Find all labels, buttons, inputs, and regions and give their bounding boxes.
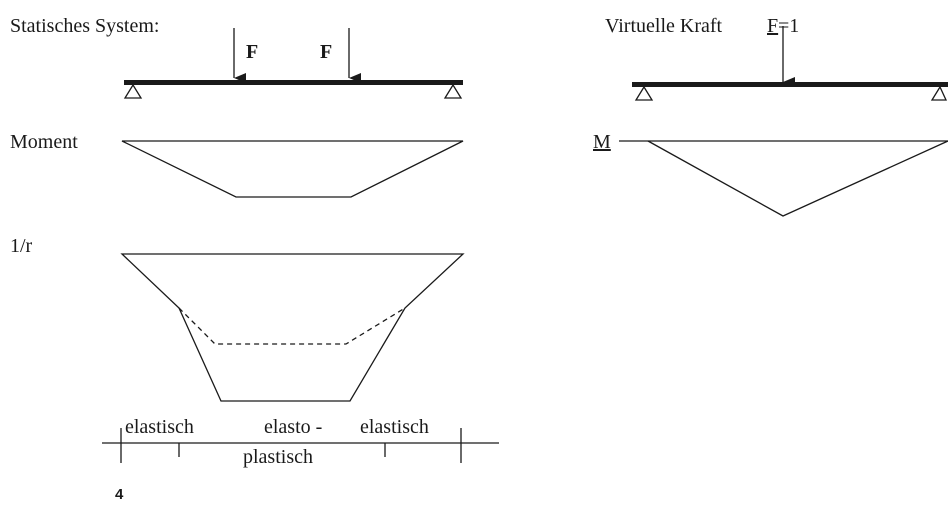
figure-number: 4: [115, 486, 124, 503]
beam-left: [124, 80, 463, 85]
zone-plastic: plastisch: [243, 446, 313, 468]
moment-label: Moment: [10, 131, 78, 153]
force-label-left: F: [246, 41, 258, 63]
force-label-right: F: [320, 41, 332, 63]
zone-elasto: elasto -: [264, 416, 322, 438]
curvature-diagram: [120, 253, 465, 402]
virtual-moment-diagram: [647, 140, 948, 217]
support-right-beam-left: [634, 85, 654, 101]
static-system-label: Statisches System:: [10, 15, 159, 37]
virtual-force-symbol: F: [767, 15, 778, 37]
zone-elastic-left: elastisch: [125, 416, 194, 438]
virtual-force-label: Virtuelle Kraft: [605, 15, 723, 37]
moment-diagram: [121, 140, 464, 198]
support-right-beam-right: [930, 85, 948, 101]
curvature-label: 1/r: [10, 235, 33, 257]
support-right: [443, 83, 463, 99]
support-left: [123, 83, 143, 99]
virtual-force-value: =1: [778, 15, 799, 37]
beam-right: [632, 82, 948, 87]
curvature-elastic-dashed: [178, 307, 406, 345]
virtual-moment-label: M: [593, 131, 611, 153]
zone-elastic-right: elastisch: [360, 416, 429, 438]
